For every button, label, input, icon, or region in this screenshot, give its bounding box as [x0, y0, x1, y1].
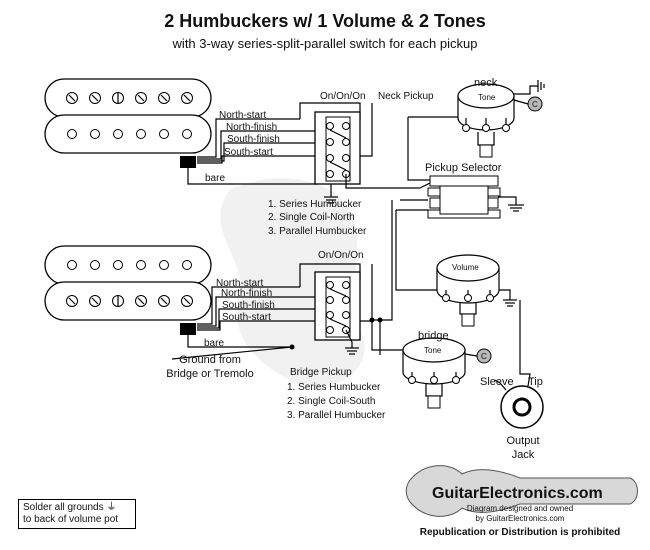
- neck-mode-2: 2. Single Coil-North: [268, 212, 355, 223]
- neck-wire-south-start: South-start: [224, 147, 273, 158]
- bridge-tone-label: Tone: [424, 346, 442, 355]
- neck-cap-letter: C: [532, 100, 538, 109]
- guitarelectronics-logo: GuitarElectronics.com Diagram designed a…: [405, 465, 638, 538]
- neck-wire-south-finish: South-finish: [227, 134, 280, 145]
- bridge-wire-north-finish: North-finish: [221, 288, 272, 299]
- bridge-tone-capacitor: C: [464, 348, 492, 364]
- bridge-switch-label: On/On/On: [318, 250, 364, 261]
- neck-mode-3: 3. Parallel Humbucker: [268, 226, 367, 237]
- neck-pot-label: neck: [474, 77, 498, 89]
- neck-pole-pieces-bottom: [67, 129, 192, 139]
- bridge-wire-north-start: North-start: [216, 278, 263, 289]
- bridge-pot-label: bridge: [418, 330, 449, 342]
- legend-line-2: to back of volume pot: [23, 514, 119, 525]
- diagram-subtitle: with 3-way series-split-parallel switch …: [172, 36, 478, 51]
- pickup-selector-label: Pickup Selector: [425, 162, 502, 174]
- neck-switch: [314, 111, 420, 189]
- bridge-wire-bare: bare: [204, 338, 224, 349]
- logo-brand-text: GuitarElectronics.com: [432, 485, 603, 502]
- ground-legend-box: Solder all grounds ⏚ to back of volume p…: [18, 499, 136, 529]
- jack-tip-label: Tip: [528, 376, 543, 388]
- neck-wire-north-start: North-start: [219, 110, 266, 121]
- bridge-wire-south-start: South-start: [222, 312, 271, 323]
- neck-tone-label: Tone: [478, 93, 496, 102]
- neck-tone-capacitor: C: [513, 96, 543, 112]
- bridge-pole-pieces-top: [67, 260, 192, 270]
- neck-wire-north-finish: North-finish: [226, 122, 277, 133]
- logo-line-1: Diagram designed and owned: [467, 504, 573, 513]
- pickup-selector-switch: [427, 175, 524, 219]
- jack-label-line-2: Jack: [512, 449, 535, 461]
- output-jack: [494, 300, 544, 429]
- ground-symbol-icon: ⏚: [106, 502, 117, 513]
- neck-switch-label: On/On/On: [320, 91, 366, 102]
- bridge-wire-south-finish: South-finish: [222, 300, 275, 311]
- jack-sleeve-label: Sleeve: [480, 376, 514, 388]
- volume-label: Volume: [452, 263, 479, 272]
- bridge-mode-3: 3. Parallel Humbucker: [287, 410, 386, 421]
- ground-note-line-2: Bridge or Tremolo: [166, 368, 253, 380]
- neck-switch-ground-icon: [324, 184, 338, 204]
- bridge-switch: [314, 271, 361, 343]
- ground-note-line-1: Ground from: [179, 354, 241, 366]
- neck-tone-pot: [457, 83, 515, 158]
- bridge-pickup-label: Bridge Pickup: [290, 367, 352, 378]
- neck-humbucker: [44, 78, 212, 168]
- diagram-title: 2 Humbuckers w/ 1 Volume & 2 Tones: [164, 11, 485, 31]
- neck-pickup-label: Neck Pickup: [378, 91, 434, 102]
- neck-mode-1: 1. Series Humbucker: [268, 199, 362, 210]
- bridge-mode-1: 1. Series Humbucker: [287, 382, 381, 393]
- legend-line-1: Solder all grounds ⏚: [23, 502, 131, 514]
- bridge-cap-letter: C: [481, 352, 487, 361]
- bridge-mode-2: 2. Single Coil-South: [287, 396, 375, 407]
- neck-wire-bare: bare: [205, 173, 225, 184]
- legend-text-1: Solder all grounds: [23, 502, 104, 513]
- logo-line-2: by GuitarElectronics.com: [476, 514, 565, 523]
- logo-line-3: Republication or Distribution is prohibi…: [420, 527, 621, 538]
- bridge-tone-pot: [402, 337, 466, 409]
- bridge-humbucker: [44, 245, 212, 335]
- neck-pot-ground-icon: [514, 80, 545, 95]
- neck-pole-pieces-top: [66, 92, 193, 104]
- bridge-pole-pieces-bottom: [66, 295, 193, 307]
- jack-label-line-1: Output: [506, 435, 539, 447]
- bridge-switch-ground-icon: [345, 342, 359, 355]
- volume-pot: [436, 254, 517, 327]
